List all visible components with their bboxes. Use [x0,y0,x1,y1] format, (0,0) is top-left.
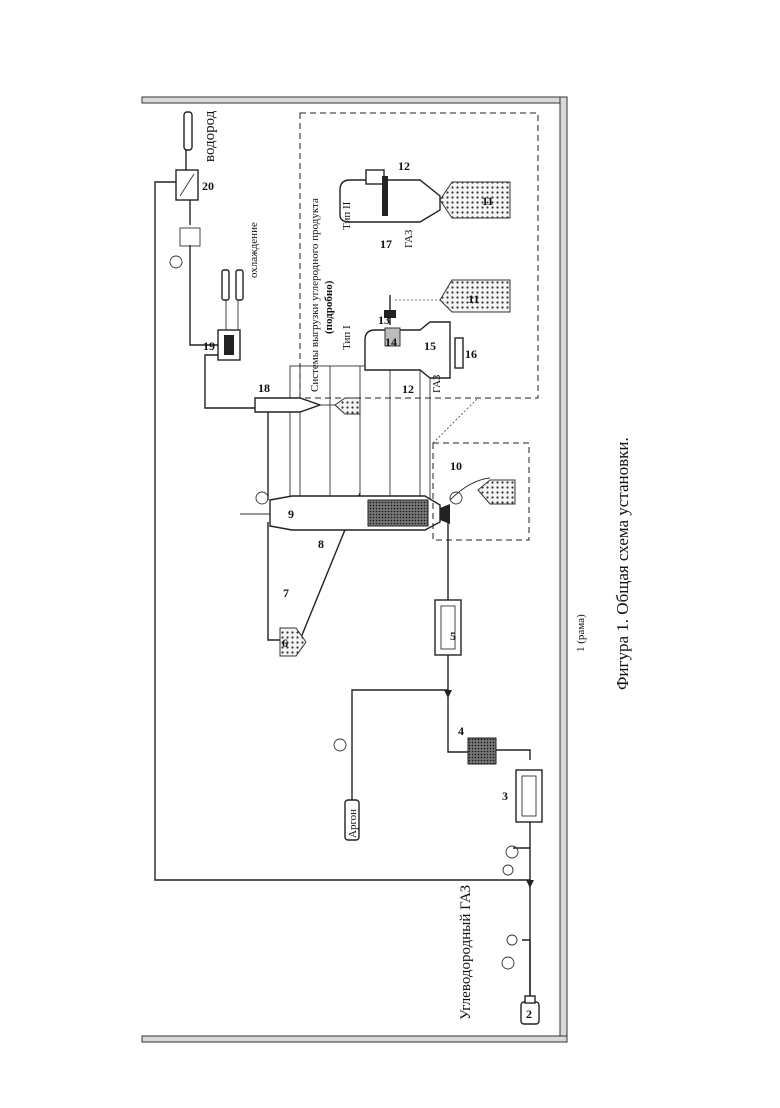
filter-4: 4 [458,724,496,764]
label-12b: 12 [398,159,410,173]
cooling-tube-1 [222,270,229,300]
label-5: 5 [450,629,456,643]
bypass-valve [180,228,200,246]
label-16: 16 [465,347,477,361]
argon-label: Аргон [347,809,359,838]
reactor: 8 9 [240,366,450,551]
label-11a: 11 [468,292,479,306]
argon-bottle: Аргон [345,800,359,840]
gauge-argon [334,739,346,751]
valve-argon [444,690,452,698]
heater-5-body [435,600,461,655]
inset-title-1: Системы выгрузки углеродного продукта [309,198,321,392]
type2-label: Тип II [341,201,353,230]
receiver-10 [478,480,515,504]
cooling-in [226,300,228,330]
gauge-1 [502,957,514,969]
cyclone-receiver [335,398,360,414]
gauge-4 [503,865,513,875]
inset-detail: Системы выгрузки углеродного продукта (п… [300,113,538,398]
gauge-outlet [170,256,182,268]
label-13: 13 [378,313,390,327]
label-18: 18 [258,381,270,395]
label-8: 8 [318,537,324,551]
valve-feed [526,880,534,888]
label-12a: 12 [402,382,414,396]
label-4: 4 [458,724,464,738]
cooler-to-valve [190,245,218,345]
filter4-out [448,690,468,752]
type1-label: Тип I [341,325,353,350]
label-10: 10 [450,459,462,473]
frame-label: 1 (рама) [575,614,587,652]
wall-top [142,97,567,103]
type2-vessel [340,180,440,222]
type2-screw-17 [382,176,388,216]
cooling-label: охлаждение [248,222,260,278]
gauge-3 [506,846,518,858]
hydrocarbon-gas-label: Углеводородный ГАЗ [458,885,474,1020]
cooler-19: 19 охлаждение [203,222,260,360]
catalyst-bed [368,500,428,526]
label-3: 3 [502,789,508,803]
gauge-2 [507,935,517,945]
cyclone-to-cooler [205,355,255,408]
cooling-tube-2 [236,270,243,300]
inset-title-2: (подробно) [323,280,335,334]
gas-label-type2: ГАЗ [403,229,415,248]
figure-caption: Фигура 1. Общая схема установки. [613,437,632,690]
label-19: 19 [203,339,215,353]
type2-motor [366,170,384,184]
wall-right [560,97,567,1042]
cylinder-pipe [522,940,530,996]
label-2: 2 [526,1007,532,1021]
label-7: 7 [283,586,289,600]
filter-4-body [468,738,496,764]
label-15: 15 [424,339,436,353]
heater-3-body [516,770,542,822]
unloader-type-2: 11 12 17 ГАЗ Тип II [340,159,510,251]
feed-branch [513,848,530,880]
argon-line [352,690,448,800]
unloader-type-1: 11 13 14 15 16 12 ГАЗ Тип I [341,280,510,396]
type2-receiver-11 [440,182,510,218]
hopper-6: 6 [280,628,306,656]
hydrogen-label: водород [202,110,218,162]
gas-label-type1: ГАЗ [431,374,443,393]
gas-cylinder-2: 2 [521,940,539,1024]
label-20: 20 [202,179,214,193]
detail-leader [433,398,478,443]
gauge-reactor [256,492,268,504]
reactor-outlet [440,504,450,524]
type1-vessel [365,322,450,378]
heater-3: 3 [502,770,542,822]
wall-bottom [142,1036,567,1042]
label-14: 14 [385,335,397,349]
heater-5: 5 [435,600,461,655]
label-9: 9 [288,507,294,521]
separator-20: 20 водород [176,110,218,200]
label-6: 6 [282,636,288,650]
frame-walls [142,97,567,1042]
separator-to-hydrogen [186,150,188,170]
heater3-out [495,750,530,760]
label-17: 17 [380,237,392,251]
label-11b: 11 [482,194,493,208]
hydrogen-tube [184,112,192,150]
type1-flange-16 [455,338,463,368]
hopper6-line [268,522,280,640]
cyclone-body [255,398,320,412]
